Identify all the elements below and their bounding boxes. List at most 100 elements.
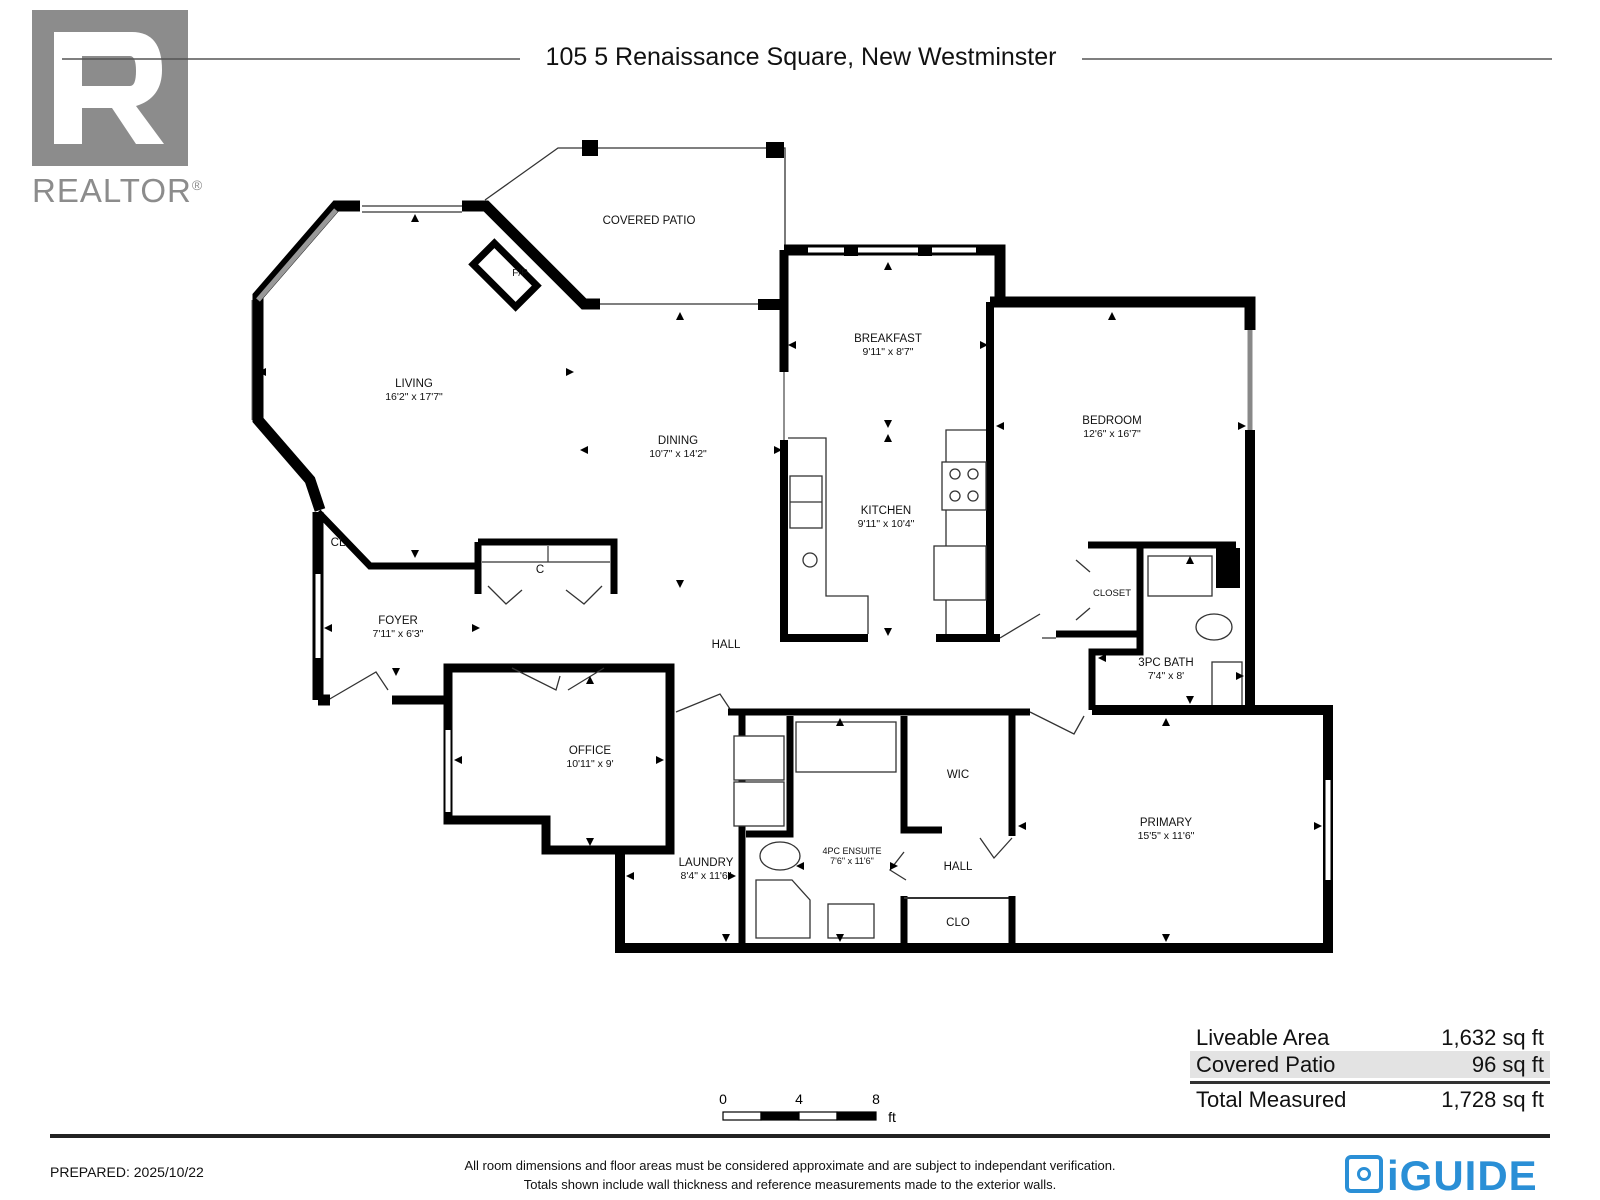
arrow-marker: [1162, 718, 1170, 726]
room-dims-dining: 10'7" x 14'2": [649, 448, 707, 460]
window-mullion: [844, 245, 858, 256]
room-dims-3pc-bath: 7'4" x 8': [1148, 670, 1184, 682]
living-exterior-wall: [252, 200, 360, 512]
room-name-wic: WIC: [947, 769, 969, 781]
room-name-closet: CLOSET: [1093, 588, 1131, 599]
patio-post: [582, 140, 598, 156]
arrow-marker: [1018, 822, 1026, 830]
arrow-marker: [392, 668, 400, 676]
iguide-camera-icon: [1345, 1155, 1383, 1193]
room-dims-bedroom: 12'6" x 16'7": [1083, 428, 1141, 440]
window-mullion: [918, 245, 932, 256]
arrow-marker: [626, 872, 634, 880]
disclaimer-line-1: All room dimensions and floor areas must…: [464, 1158, 1116, 1173]
room-dims-4pc-ensuite: 7'6" x 11'6": [830, 856, 874, 866]
area-row-total: Total Measured 1,728 sq ft: [1190, 1081, 1550, 1114]
realtor-r-icon: [32, 10, 188, 166]
realtor-logo: [32, 10, 192, 175]
arrow-marker: [411, 214, 419, 222]
arrow-marker: [722, 934, 730, 942]
kitchen-counter-left: [788, 437, 869, 634]
room-name-laundry: LAUNDRY: [679, 857, 734, 869]
arrow-marker: [890, 862, 898, 870]
room-name-3pc-bath: 3PC BATH: [1138, 657, 1193, 669]
arrow-marker: [1236, 672, 1244, 680]
burner-icon: [949, 490, 961, 502]
arrow-marker: [884, 262, 892, 270]
kitchen-wall-lower: [780, 440, 868, 642]
room-name-c: C: [536, 564, 544, 576]
footer-divider: [50, 1134, 1550, 1138]
scale-segment: [836, 1111, 877, 1121]
kitchen-counter-right: [945, 429, 986, 634]
room-name-foyer: FOYER: [378, 615, 418, 627]
dishwasher-icon: [802, 552, 818, 568]
total-label: Total Measured: [1196, 1087, 1347, 1112]
realtor-wordmark: REALTOR®: [32, 172, 204, 209]
living-window-diag: [256, 208, 338, 302]
room-dims-foyer: 7'11" x 6'3": [373, 628, 424, 640]
floor-plan: 105 5 Renaissance Square, New Westminste…: [62, 43, 1552, 1125]
bath-sink: [1211, 661, 1243, 707]
scale-tick-4: 4: [795, 1091, 803, 1107]
arrow-marker: [258, 368, 266, 376]
plan-title: 105 5 Renaissance Square, New Westminste…: [546, 43, 1057, 71]
fireplace: [468, 238, 542, 312]
entry-door: [327, 671, 389, 701]
room-labels: COVERED PATIO F/P LIVING 16'2" x 17'7" D…: [331, 215, 1195, 929]
patio-post: [766, 142, 784, 158]
room-dims-primary: 15'5" x 11'6": [1138, 830, 1195, 842]
bathtub: [795, 721, 897, 773]
room-name-clo: CLO: [946, 917, 970, 929]
scale-unit: ft: [888, 1109, 896, 1125]
disclaimer: All room dimensions and floor areas must…: [380, 1156, 1200, 1194]
laundry-door: [675, 693, 733, 713]
area-row-liveable: Liveable Area 1,632 sq ft: [1190, 1024, 1550, 1051]
area-value: 1,632 sq ft: [1441, 1025, 1544, 1050]
area-label: Liveable Area: [1196, 1025, 1330, 1050]
measurement-arrows: [258, 214, 1322, 942]
arrow-marker: [656, 756, 664, 764]
total-value: 1,728 sq ft: [1441, 1087, 1544, 1112]
area-row-covered-patio: Covered Patio 96 sq ft: [1190, 1051, 1550, 1078]
office-walls: [392, 663, 675, 855]
living-wall: [462, 200, 600, 310]
room-name-covered-patio: COVERED PATIO: [603, 215, 696, 227]
room-name-dining: DINING: [658, 435, 698, 447]
bath-column: [1216, 548, 1240, 588]
arrow-marker: [728, 872, 736, 880]
area-value: 96 sq ft: [1471, 1052, 1544, 1077]
arrow-marker: [411, 550, 419, 558]
arrow-marker: [836, 718, 844, 726]
dryer: [733, 781, 785, 827]
washer: [733, 735, 785, 781]
room-dims-living: 16'2" x 17'7": [385, 391, 443, 403]
cl-wall: [315, 509, 478, 570]
ensuite-wall: [746, 716, 794, 838]
arrow-marker: [1108, 312, 1116, 320]
arrow-marker: [1162, 934, 1170, 942]
arrow-marker: [796, 862, 804, 870]
prepared-date: PREPARED: 2025/10/22: [50, 1164, 204, 1180]
bedroom-door: [999, 613, 1056, 639]
scale-bar: 0 4 8 ft: [719, 1091, 896, 1125]
arrow-marker: [1186, 696, 1194, 704]
toilet-icon: [1195, 613, 1233, 641]
arrow-marker: [884, 420, 892, 428]
room-name-bedroom: BEDROOM: [1082, 415, 1141, 427]
bottom-wall: [615, 850, 1328, 953]
room-name-cl: CL: [331, 537, 346, 549]
room-name-fp: F/P: [512, 268, 528, 279]
room-name-hall-primary: HALL: [944, 861, 973, 873]
arrow-marker: [980, 341, 988, 349]
scale-segment: [760, 1111, 800, 1121]
shower: [1147, 555, 1213, 597]
arrow-marker: [884, 434, 892, 442]
arrow-marker: [996, 422, 1004, 430]
iguide-logo: iGUIDE: [1345, 1152, 1538, 1200]
room-name-living: LIVING: [395, 378, 433, 390]
fridge: [933, 545, 987, 601]
bath-wall: [1088, 598, 1144, 710]
arrow-marker: [454, 756, 462, 764]
ensuite-toilet-icon: [759, 841, 801, 871]
